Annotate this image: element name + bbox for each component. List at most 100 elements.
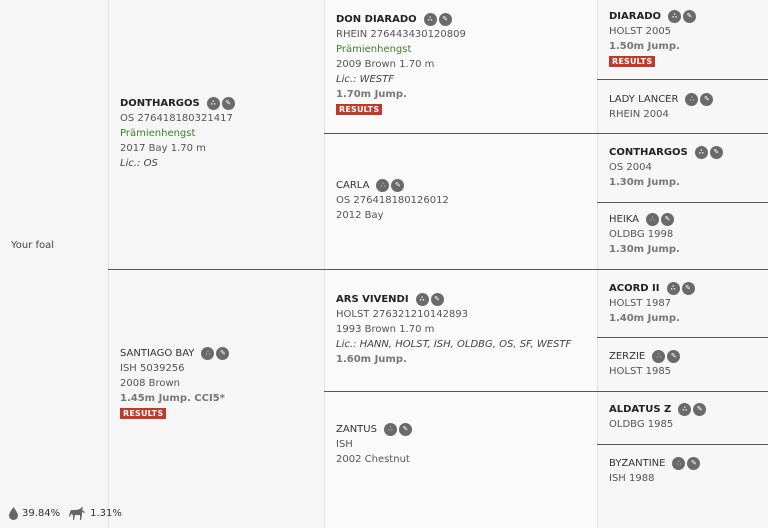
blood-percentage: 39.84% (22, 508, 61, 519)
dam-entry: SANTIAGO BAY ∴ ✎ ISH 5039256 2008 Brown … (120, 346, 230, 421)
pedigree-icon[interactable]: ∴ (672, 457, 686, 470)
subject-column: Your foal (0, 0, 108, 528)
ds-info: 1993 Brown 1.70 m (336, 324, 435, 335)
edit-icon[interactable]: ✎ (667, 350, 681, 363)
pedigree-icon[interactable]: ∴ (646, 213, 660, 226)
ss-results-button[interactable]: RESULTS (336, 104, 383, 115)
horse-icon (69, 507, 86, 520)
sss-reg: HOLST 2005 (609, 26, 672, 37)
pedigree-icon[interactable]: ∴ (376, 179, 390, 192)
sire-name[interactable]: DONTHARGOS (120, 98, 200, 109)
pedigree-icon[interactable]: ∴ (383, 423, 397, 436)
sss-name[interactable]: DIARADO (609, 11, 662, 22)
sire-lic: Lic.: OS (120, 158, 158, 169)
ssd-entry: LADY LANCER ∴ ✎ RHEIN 2004 (609, 92, 714, 122)
dd-info: 2002 Chestnut (336, 454, 410, 465)
ss-reg: RHEIN 276443430120809 (336, 29, 466, 40)
pedigree-icon[interactable]: ∴ (666, 282, 680, 295)
dam-info: 2008 Brown (120, 378, 181, 389)
pedigree-icon[interactable]: ∴ (423, 13, 437, 26)
ss-name[interactable]: DON DIARADO (336, 14, 417, 25)
edit-icon[interactable]: ✎ (391, 179, 405, 192)
pedigree-icon[interactable]: ∴ (415, 293, 429, 306)
edit-icon[interactable]: ✎ (438, 13, 452, 26)
dd-name[interactable]: ZANTUS (336, 424, 377, 435)
edit-icon[interactable]: ✎ (683, 10, 697, 23)
pedigree-icon[interactable]: ∴ (678, 403, 692, 416)
dds-entry: ALDATUS Z ∴ ✎ OLDBG 1985 (609, 402, 707, 432)
dds-name[interactable]: ALDATUS Z (609, 404, 672, 415)
divider-dam-side (324, 391, 768, 392)
pedigree-icon[interactable]: ∴ (206, 97, 220, 110)
dss-name[interactable]: ACORD II (609, 283, 660, 294)
sdd-name[interactable]: HEIKA (609, 214, 640, 225)
edit-icon[interactable]: ✎ (398, 423, 412, 436)
dss-name-row: ACORD II ∴ ✎ (609, 281, 695, 296)
edit-icon[interactable]: ✎ (221, 97, 235, 110)
edit-icon[interactable]: ✎ (709, 146, 723, 159)
ds-name[interactable]: ARS VIVENDI (336, 294, 409, 305)
pedigree-icon[interactable]: ∴ (694, 146, 708, 159)
sss-jump: 1.50m Jump. (609, 41, 680, 52)
sire-entry: DONTHARGOS ∴ ✎ OS 276418180321417 Prämie… (120, 96, 235, 171)
ddd-name[interactable]: BYZANTINE (609, 458, 666, 469)
edit-icon[interactable]: ✎ (693, 403, 707, 416)
dss-reg: HOLST 1987 (609, 298, 672, 309)
sds-name[interactable]: CONTHARGOS (609, 147, 688, 158)
inbreeding-stats: 39.84% 1.31% (8, 507, 122, 520)
ds-lic: Lic.: HANN, HOLST, ISH, OLDBG, OS, SF, W… (336, 339, 572, 350)
ds-name-row: ARS VIVENDI ∴ ✎ (336, 292, 571, 307)
sds-reg: OS 2004 (609, 162, 652, 173)
pedigree-icon[interactable]: ∴ (652, 350, 666, 363)
sss-name-row: DIARADO ∴ ✎ (609, 9, 697, 24)
sds-name-row: CONTHARGOS ∴ ✎ (609, 145, 723, 160)
blood-drop-icon (9, 507, 18, 520)
edit-icon[interactable]: ✎ (430, 293, 444, 306)
grandparents-column (324, 0, 598, 528)
dam-results-button[interactable]: RESULTS (120, 408, 167, 419)
ss-jump: 1.70m Jump. (336, 89, 407, 100)
divider-sd (597, 202, 768, 203)
dds-reg: OLDBG 1985 (609, 419, 674, 430)
pedigree-icon[interactable]: ∴ (685, 93, 699, 106)
dam-name[interactable]: SANTIAGO BAY (120, 348, 195, 359)
pedigree-icon[interactable]: ∴ (201, 347, 215, 360)
divider-parents (108, 269, 768, 270)
pedigree-icon[interactable]: ∴ (668, 10, 682, 23)
sd-name[interactable]: CARLA (336, 180, 370, 191)
sd-info: 2012 Bay (336, 210, 384, 221)
sdd-reg: OLDBG 1998 (609, 229, 674, 240)
dd-reg: ISH (336, 439, 353, 450)
dam-jump: 1.45m Jump. CCI5* (120, 393, 225, 404)
sire-reg: OS 276418180321417 (120, 113, 233, 124)
ddd-entry: BYZANTINE ∴ ✎ ISH 1988 (609, 456, 701, 486)
ddd-name-row: BYZANTINE ∴ ✎ (609, 456, 701, 471)
sds-jump: 1.30m Jump. (609, 177, 680, 188)
sss-results-button[interactable]: RESULTS (609, 56, 656, 67)
edit-icon[interactable]: ✎ (216, 347, 230, 360)
ss-info: 2009 Brown 1.70 m (336, 59, 435, 70)
sds-entry: CONTHARGOS ∴ ✎ OS 2004 1.30m Jump. (609, 145, 723, 190)
edit-icon[interactable]: ✎ (661, 213, 675, 226)
dsd-reg: HOLST 1985 (609, 366, 672, 377)
dam-reg: ISH 5039256 (120, 363, 185, 374)
horse-percentage: 1.31% (90, 508, 122, 519)
ss-entry: DON DIARADO ∴ ✎ RHEIN 276443430120809 Pr… (336, 12, 466, 117)
ds-entry: ARS VIVENDI ∴ ✎ HOLST 276321210142893 19… (336, 292, 571, 367)
edit-icon[interactable]: ✎ (687, 457, 701, 470)
parents-column (108, 0, 325, 528)
dd-entry: ZANTUS ∴ ✎ ISH 2002 Chestnut (336, 422, 412, 467)
your-foal-label: Your foal (11, 240, 55, 251)
edit-icon[interactable]: ✎ (681, 282, 695, 295)
sss-entry: DIARADO ∴ ✎ HOLST 2005 1.50m Jump. RESUL… (609, 9, 697, 69)
ssd-name[interactable]: LADY LANCER (609, 94, 679, 105)
ss-name-row: DON DIARADO ∴ ✎ (336, 12, 466, 27)
edit-icon[interactable]: ✎ (700, 93, 714, 106)
sire-title: Prämienhengst (120, 128, 196, 139)
dd-name-row: ZANTUS ∴ ✎ (336, 422, 412, 437)
divider-ss (597, 79, 768, 80)
dsd-name[interactable]: ZERZIE (609, 351, 646, 362)
ssd-name-row: LADY LANCER ∴ ✎ (609, 92, 714, 107)
ss-title: Prämienhengst (336, 44, 412, 55)
dam-name-row: SANTIAGO BAY ∴ ✎ (120, 346, 230, 361)
